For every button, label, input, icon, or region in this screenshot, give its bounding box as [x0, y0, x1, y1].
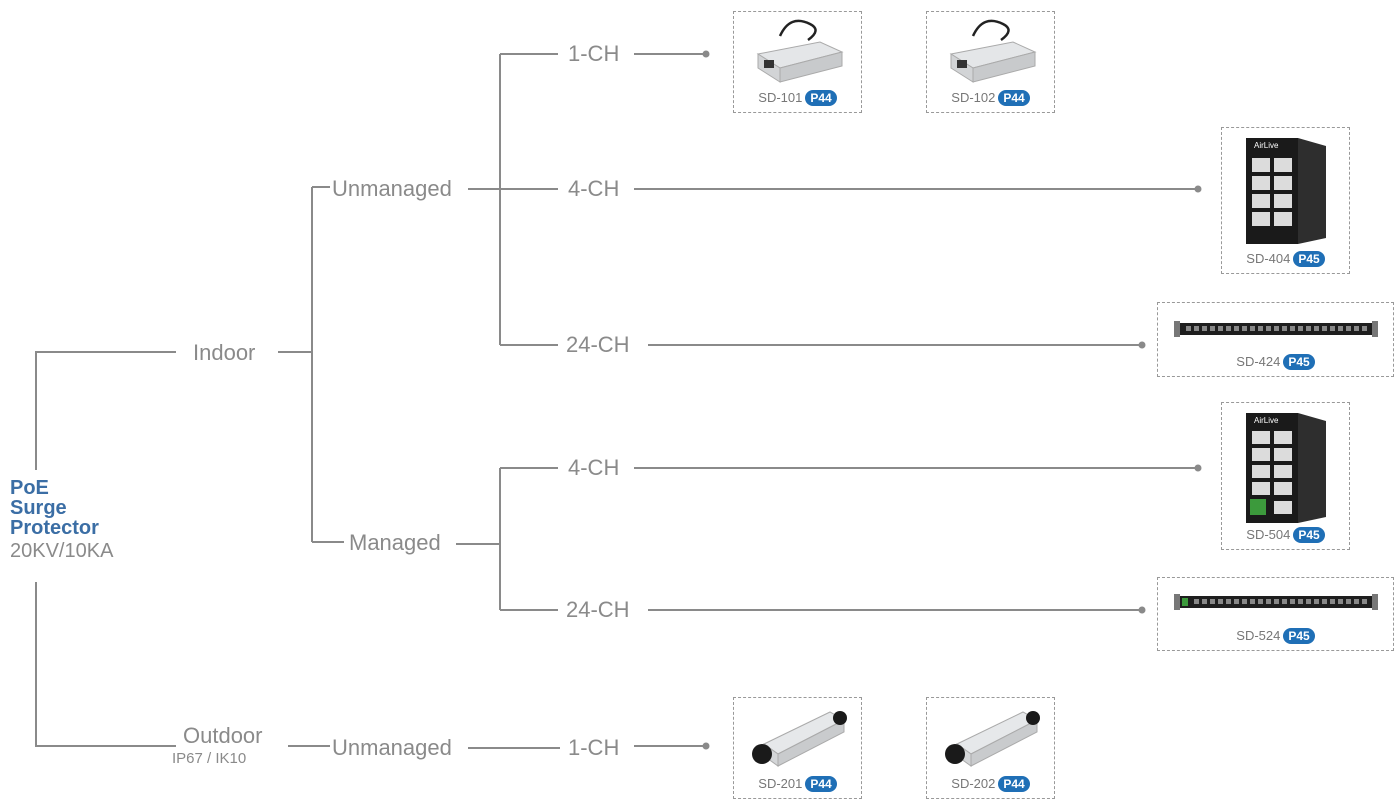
outdoor-protector-image [752, 711, 847, 767]
device-brand-text: AirLive [1254, 416, 1279, 425]
unmanaged-outdoor-label: Unmanaged [332, 735, 452, 760]
root-title-line-3: Protector [10, 517, 99, 539]
rack-protector-image [1174, 321, 1378, 337]
managed-label: Managed [349, 530, 441, 555]
surge-protector-image [756, 19, 844, 83]
channel-4ch-unmanaged: 4-CH [568, 176, 620, 201]
page-badge[interactable]: P45 [1293, 527, 1325, 543]
product-model: SD-202 [951, 776, 996, 791]
unmanaged-indoor-label: Unmanaged [332, 176, 452, 201]
product-model: SD-404 [1246, 251, 1291, 266]
product-model: SD-424 [1236, 354, 1281, 369]
surge-protector-image [949, 19, 1037, 83]
root-title-line-1: PoE [10, 477, 49, 499]
root-node: PoE Surge Protector 20KV/10KA [10, 478, 113, 562]
din-rail-switch-image: AirLive [1246, 413, 1326, 523]
product-model: SD-504 [1246, 527, 1291, 542]
product-model: SD-102 [951, 90, 996, 105]
page-badge[interactable]: P45 [1293, 251, 1325, 267]
product-model: SD-524 [1236, 628, 1281, 643]
product-model: SD-101 [758, 90, 803, 105]
channel-4ch-managed: 4-CH [568, 455, 620, 480]
product-model: SD-201 [758, 776, 803, 791]
root-spec: 20KV/10KA [10, 540, 114, 562]
din-rail-switch-image: AirLive [1246, 138, 1326, 244]
page-badge[interactable]: P45 [1283, 628, 1315, 644]
page-badge[interactable]: P44 [805, 90, 837, 106]
channel-1ch-outdoor: 1-CH [568, 735, 620, 760]
outdoor-label: Outdoor [183, 723, 263, 748]
device-brand-text: AirLive [1254, 141, 1279, 150]
page-badge[interactable]: P44 [805, 776, 837, 792]
page-badge[interactable]: P44 [998, 776, 1030, 792]
indoor-label: Indoor [193, 340, 256, 365]
rack-protector-image [1174, 594, 1378, 610]
outdoor-protector-image [945, 711, 1040, 767]
channel-24ch-managed: 24-CH [566, 597, 630, 622]
page-badge[interactable]: P45 [1283, 354, 1315, 370]
root-title-line-2: Surge [10, 497, 67, 519]
channel-24ch-unmanaged: 24-CH [566, 332, 630, 357]
outdoor-rating: IP67 / IK10 [172, 750, 247, 767]
channel-1ch-indoor: 1-CH [568, 41, 620, 66]
page-badge[interactable]: P44 [998, 90, 1030, 106]
